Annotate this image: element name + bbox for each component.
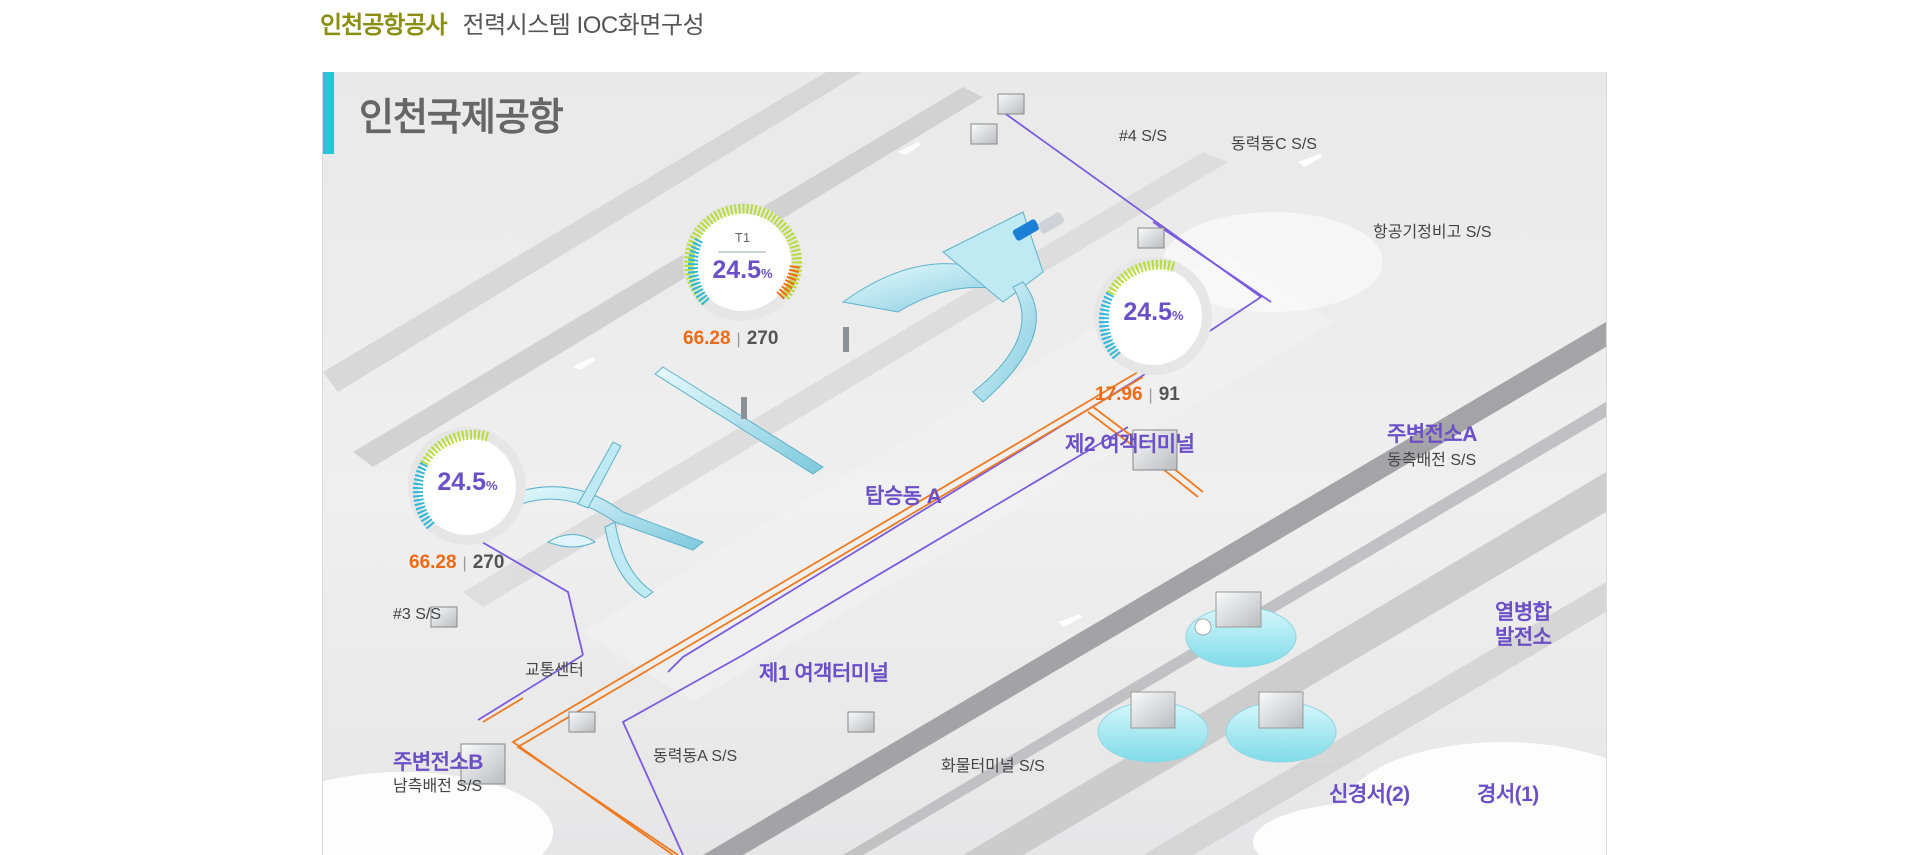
gauge-t2-value: 24.5%: [1123, 298, 1184, 326]
page-subtitle: 전력시스템 IOC화면구성: [462, 12, 705, 39]
label-cargo-terminal[interactable]: 화물터미널 S/S: [941, 758, 1045, 775]
gauge-t1-stat: 66.28|270: [683, 328, 779, 349]
airport-map-panel: 인천국제공항 T1 24.5% 66.28|270 24.5% 17.96|91: [322, 72, 1607, 855]
label-terminal-1[interactable]: 제1 여객터미널: [759, 662, 889, 685]
gauge-t3-value: 24.5%: [437, 468, 498, 496]
title-accent-bar: [323, 72, 334, 154]
chp-plant-building: [1185, 591, 1297, 668]
gauge-t3-ring: [408, 427, 526, 545]
terminal-2-building: [841, 211, 1065, 403]
plane-icons: [573, 142, 1322, 627]
label-aviation-maintenance[interactable]: 항공기정비고 S/S: [1373, 224, 1492, 241]
label-ss4[interactable]: #4 S/S: [1119, 128, 1168, 145]
terminal-1-building: [492, 441, 704, 599]
gauge-t1-tag: T1: [734, 230, 751, 245]
label-main-substation-b[interactable]: 주변전소B: [393, 751, 483, 774]
gauge-t1[interactable]: T1 24.5%: [680, 200, 805, 325]
panel-title: 인천국제공항: [359, 97, 564, 139]
brand-title: 인천공항공사: [320, 12, 447, 39]
small-substations: [430, 93, 1165, 733]
label-transport-center[interactable]: 교통센터: [525, 662, 584, 679]
clouds: [323, 212, 1606, 855]
substation-a-building: [1132, 429, 1178, 471]
label-terminal-2[interactable]: 제2 여객터미널: [1065, 433, 1195, 456]
label-dong-c[interactable]: 동력동C S/S: [1231, 136, 1317, 153]
substation-b-building: [460, 743, 506, 785]
gauge-t3[interactable]: 24.5%: [405, 424, 530, 549]
label-gyeong-substation[interactable]: 경서(1): [1477, 783, 1539, 806]
label-dong-a[interactable]: 동력동A S/S: [653, 748, 738, 765]
label-chp-plant[interactable]: 열병합 발전소: [1495, 600, 1552, 650]
label-main-substation-a-sub: 동측배전 S/S: [1387, 452, 1477, 469]
page-header: 인천공항공사 전력시스템 IOC화면구성: [320, 6, 705, 46]
shin-substation-building: [1097, 691, 1209, 763]
gauge-t2[interactable]: 24.5%: [1091, 254, 1216, 379]
gauge-t1-ring: [683, 203, 803, 321]
label-main-substation-a[interactable]: 주변전소A: [1387, 423, 1477, 446]
gauge-t2-ring: [1094, 257, 1212, 375]
gauge-t3-stat: 66.28|270: [409, 552, 505, 573]
label-boarding-a[interactable]: 탑승동 A: [865, 485, 942, 508]
label-main-substation-b-sub: 남측배전 S/S: [393, 778, 483, 795]
label-ss3[interactable]: #3 S/S: [393, 606, 442, 623]
label-shin-substation[interactable]: 신경서(2): [1329, 783, 1410, 806]
boarding-a-building: [654, 327, 849, 475]
label-chp-line1: 열병합: [1495, 601, 1552, 624]
airport-map: [323, 72, 1606, 855]
gyeong-substation-building: [1225, 691, 1337, 763]
label-chp-line2: 발전소: [1495, 626, 1552, 649]
gauge-t2-stat: 17.96|91: [1095, 384, 1180, 405]
gauge-t1-value: 24.5%: [712, 256, 773, 284]
